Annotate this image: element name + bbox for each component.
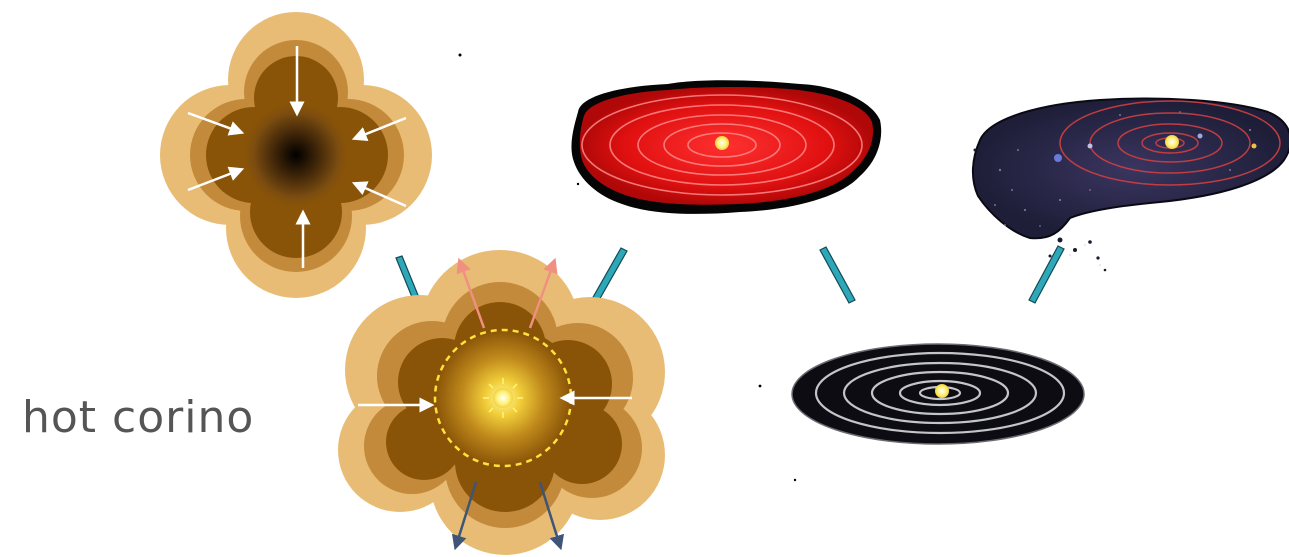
hot-corino-protostar [338,250,665,555]
ring-disk-icon [759,344,1084,481]
protoplanetary-disk [459,54,882,214]
planet-3 [1252,144,1257,149]
connector-4 [1029,246,1064,303]
protostar-outflow-icon [338,250,665,555]
red-disk-icon [459,54,882,214]
solar-system-icon [973,99,1289,272]
connector-3 [820,247,855,303]
planetary-system [973,99,1289,272]
collapsing-cloud-icon [160,12,432,298]
planet-4 [1198,134,1203,139]
central-star [935,384,949,398]
planet-1 [1054,154,1062,162]
debris-disk [759,344,1084,481]
hot-corino-label: hot corino [22,392,254,443]
central-star [1165,135,1179,149]
connector-2 [592,248,627,302]
dark-core [240,99,352,211]
sun-icon [483,378,523,418]
planet-2 [1088,144,1093,149]
prestellar-core [160,12,432,298]
central-star [715,136,729,150]
